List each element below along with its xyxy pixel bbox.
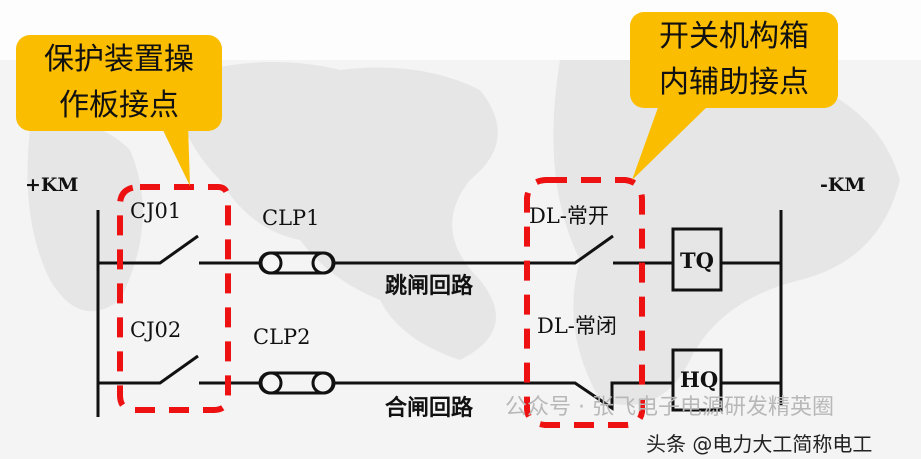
toutiao-watermark: 头条 @电力大工简称电工	[646, 432, 873, 456]
dl-no-switch	[334, 234, 614, 265]
right-callout-pointer	[632, 102, 712, 180]
wechat-watermark: 公众号 · 张飞电子电源研发精英圈	[505, 395, 834, 420]
breaker-aux-contacts-box	[524, 177, 645, 428]
right-callout-line1: 开关机构箱	[659, 19, 809, 54]
left-callout-line1: 保护装置操	[44, 42, 194, 77]
right-callout-line2: 内辅助接点	[659, 65, 809, 100]
clp2-label: CLP2	[253, 325, 311, 349]
trip-circuit-label: 跳闸回路	[385, 274, 474, 299]
cj02-switch	[98, 354, 199, 385]
dl-no-label: DL-常开	[529, 204, 609, 228]
dl-nc-label: DL-常闭	[537, 314, 617, 338]
tq-label: TQ	[680, 248, 714, 273]
cj02-label: CJ02	[130, 318, 182, 342]
tq-coil	[671, 227, 723, 292]
negative-bus-label: -KM	[820, 174, 866, 196]
dl-nc-switch	[334, 381, 673, 411]
left-callout: 保护装置操 作板接点	[16, 35, 222, 131]
clp1-label: CLP1	[262, 206, 320, 230]
right-callout: 开关机构箱 内辅助接点	[630, 12, 838, 108]
clp1-fuse	[258, 251, 336, 275]
cj01-switch	[98, 234, 199, 265]
close-circuit-label: 合闸回路	[385, 396, 474, 421]
clp2-fuse	[258, 371, 336, 395]
hq-label: HQ	[680, 367, 719, 392]
left-callout-pointer	[160, 124, 190, 186]
protection-contacts-box	[117, 184, 231, 413]
cj01-label: CJ01	[130, 199, 182, 223]
hq-coil	[671, 348, 723, 412]
left-callout-line2: 作板接点	[59, 88, 179, 123]
positive-bus-label: +KM	[25, 174, 79, 196]
